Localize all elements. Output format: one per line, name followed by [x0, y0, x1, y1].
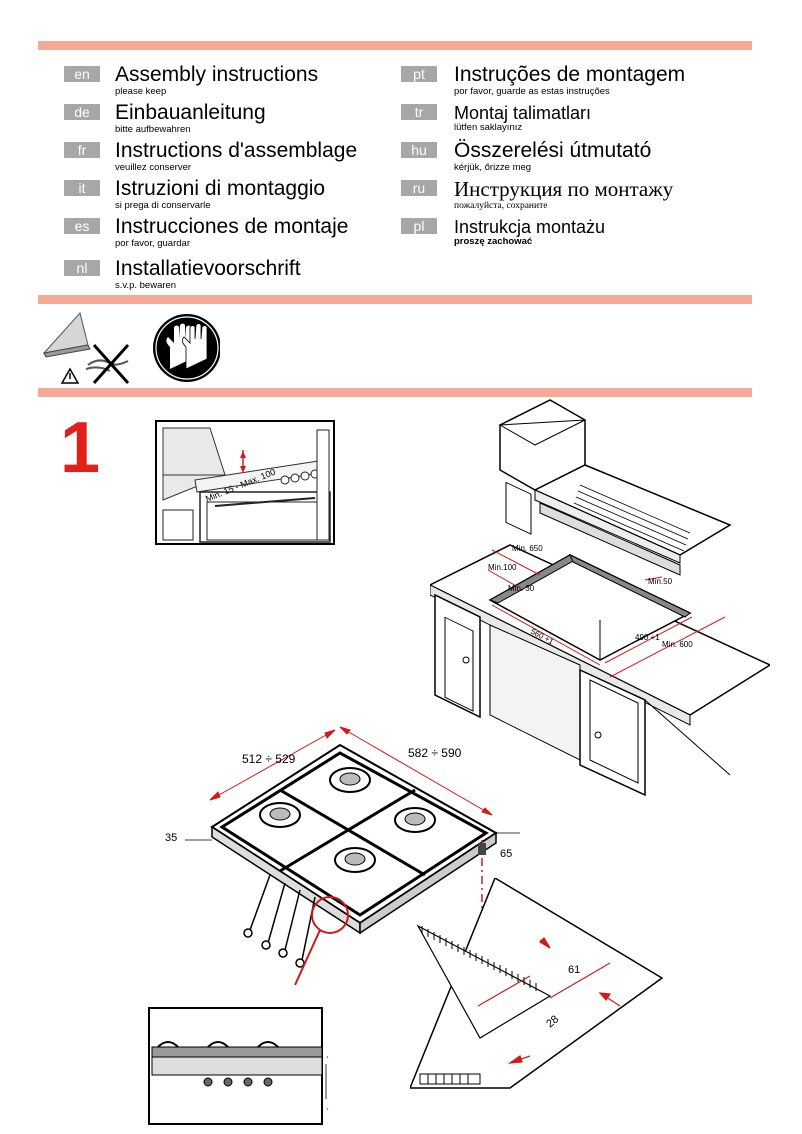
burner-icon [394, 807, 436, 833]
oven-clearance-detail: Min. 15 - Max. 100 [155, 420, 335, 545]
safety-warning-illustration [42, 311, 220, 385]
dimension-label: Min.50 [648, 577, 673, 586]
dimension-label: 512 ÷ 529 [242, 752, 296, 766]
kitchen-cabinet-illustration: Min. 650 Min.100 Min. 30 Min.50 560 +1 4… [430, 399, 770, 797]
language-title: Összerelési útmutató [454, 139, 652, 162]
sharp-edge-icon [42, 311, 130, 385]
language-subtitle: пожалуйста, сохраните [454, 201, 548, 211]
burner-icon [329, 767, 371, 793]
language-subtitle: s.v.p. bewaren [115, 280, 177, 291]
language-title: Istruzioni di montaggio [115, 177, 326, 200]
gloves-icon [153, 314, 220, 382]
language-code-badge: ru [401, 180, 437, 196]
worktop-corner-detail: 61 28 [410, 878, 664, 1089]
dimension-label: 490 +1 [635, 633, 660, 642]
language-title: Assembly instructions [115, 63, 319, 86]
language-subtitle: please keep [115, 86, 167, 97]
language-subtitle: kérjük, őrizze meg [454, 162, 532, 173]
language-subtitle: bitte aufbewahren [115, 124, 191, 135]
language-title: Инструкция по монтажу [454, 177, 674, 201]
dimension-label: 65 [500, 848, 512, 860]
language-subtitle: si prega di conservarle [115, 200, 211, 211]
language-code-badge: pt [401, 66, 437, 82]
divider-bar-top [38, 41, 752, 50]
hob-edge-detail: 62 [148, 1007, 328, 1125]
divider-bar-middle [38, 295, 752, 304]
language-code-badge: de [64, 104, 100, 120]
language-code-badge: es [64, 218, 100, 234]
language-subtitle: proszę zachować [454, 236, 533, 247]
dimension-label: Min. 30 [508, 584, 535, 593]
language-title: Instrucciones de montaje [115, 215, 349, 238]
dimension-label: 61 [568, 964, 580, 976]
language-subtitle: lütfen saklayınız [454, 122, 523, 133]
language-code-badge: fr [64, 142, 100, 158]
language-title: Instrukcja montażu [454, 217, 606, 237]
language-title: Instruções de montagem [454, 63, 686, 86]
language-code-badge: it [64, 180, 100, 196]
language-subtitle: veuillez conserver [115, 162, 192, 173]
language-code-badge: en [64, 66, 100, 82]
divider-bar-lower [38, 388, 752, 397]
dimension-label: 35 [165, 832, 177, 844]
language-code-badge: tr [401, 104, 437, 120]
dimension-label: Min. 600 [662, 640, 693, 649]
language-subtitle: por favor, guardar [115, 238, 190, 249]
dimension-label: Min.100 [488, 563, 517, 572]
burner-icon [334, 847, 376, 873]
language-subtitle: por favor, guarde as estas instruções [454, 86, 610, 97]
step-number: 1 [60, 408, 101, 488]
language-title: Instructions d'assemblage [115, 139, 358, 162]
language-title: Montaj talimatları [454, 103, 592, 123]
language-code-badge: hu [401, 142, 437, 158]
hob-dimensions-illustration: 512 ÷ 529 582 ÷ 590 35 65 [165, 726, 520, 985]
language-title: Installatievoorschrift [115, 257, 301, 280]
language-code-badge: pl [401, 218, 437, 234]
dimension-label: 582 ÷ 590 [408, 746, 462, 760]
language-code-badge: nl [64, 260, 100, 276]
language-title: Einbauanleitung [115, 101, 266, 124]
dimension-label: Min. 650 [512, 544, 543, 553]
burner-icon [259, 802, 301, 828]
